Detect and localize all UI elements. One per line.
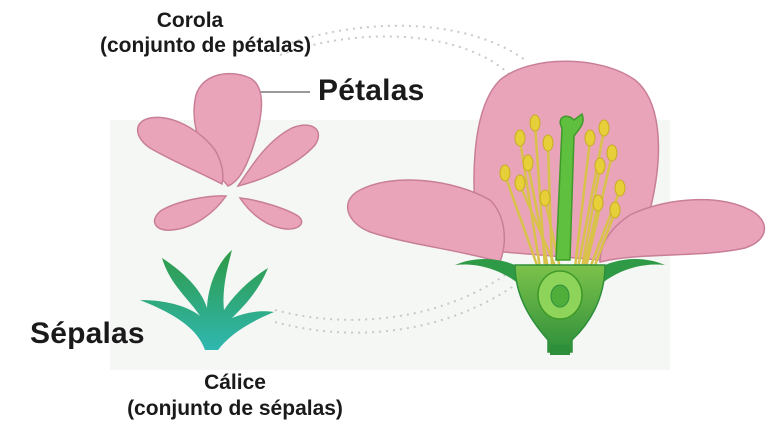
label-calice-title: Cálice: [145, 372, 325, 394]
label-calice-subtitle: (conjunto de sépalas): [115, 398, 355, 420]
flower-ovule: [551, 285, 569, 307]
label-sepalas: Sépalas: [30, 318, 145, 350]
label-corola-title: Corola: [105, 10, 275, 32]
label-corola-subtitle: (conjunto de pétalas): [100, 35, 280, 57]
flower-stem: [550, 345, 570, 355]
label-petalas: Pétalas: [318, 75, 424, 107]
